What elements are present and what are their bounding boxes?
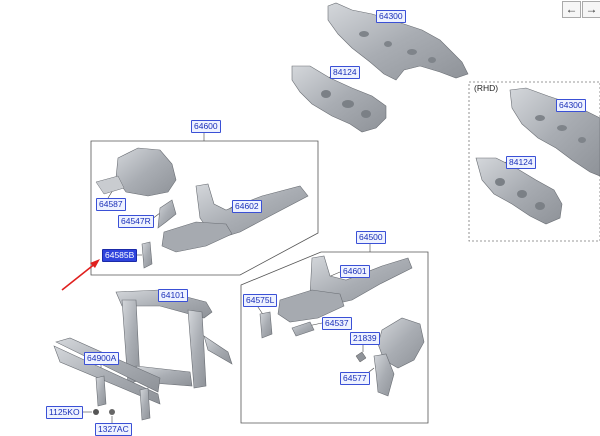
part-label-21839[interactable]: 21839 xyxy=(350,332,380,345)
part-label-64585b[interactable]: 64585B xyxy=(102,249,138,262)
bolt-21839 xyxy=(355,351,367,363)
part-label-64602[interactable]: 64602 xyxy=(232,200,262,213)
part-label-64537[interactable]: 64537 xyxy=(322,317,352,330)
bolt-1125ko xyxy=(93,409,99,415)
part-label-64101[interactable]: 64101 xyxy=(158,289,188,302)
part-label-64600[interactable]: 64600 xyxy=(191,120,221,133)
back-button[interactable]: ← xyxy=(562,1,581,18)
forward-button[interactable]: → xyxy=(582,1,600,18)
dash-panel-holes xyxy=(359,31,436,63)
wheel-house-64587 xyxy=(115,147,177,197)
side-member-64602-rail xyxy=(161,221,233,253)
pointer-arrow xyxy=(61,259,100,291)
bracket-64537 xyxy=(291,321,315,337)
group-frame-64500 xyxy=(240,251,429,424)
wheel-house-64587-flange xyxy=(95,175,125,195)
part-label-64587[interactable]: 64587 xyxy=(96,198,126,211)
part-label-64500[interactable]: 64500 xyxy=(356,231,386,244)
bumper-beam-64900a xyxy=(53,337,161,421)
dash-panel-rhd-holes xyxy=(535,115,586,143)
part-label-64300-rhd[interactable]: 64300 xyxy=(556,99,586,112)
part-label-64300[interactable]: 64300 xyxy=(376,10,406,23)
insulator-rhd-holes xyxy=(495,178,545,210)
nut-1327ac xyxy=(109,409,115,415)
part-label-84124-rhd[interactable]: 84124 xyxy=(506,156,536,169)
group-frame-rhd xyxy=(468,81,600,242)
part-label-1125ko[interactable]: 1125KO xyxy=(46,406,83,419)
part-label-1327ac[interactable]: 1327AC xyxy=(95,423,132,436)
bracket-64585b xyxy=(141,241,153,269)
group-frame-64600 xyxy=(90,140,319,276)
part-label-64547r[interactable]: 64547R xyxy=(118,215,154,228)
bracket-64577 xyxy=(373,353,395,397)
part-label-64601[interactable]: 64601 xyxy=(340,265,370,278)
wheel-house-21839 xyxy=(377,317,425,369)
part-label-64577[interactable]: 64577 xyxy=(340,372,370,385)
bracket-64575l xyxy=(259,311,273,339)
side-member-64601-rail xyxy=(277,289,345,323)
part-label-84124[interactable]: 84124 xyxy=(330,66,360,79)
bracket-64547r xyxy=(157,199,177,229)
part-label-64575l[interactable]: 64575L xyxy=(243,294,278,307)
insulator-holes xyxy=(321,90,371,118)
part-label-64900a[interactable]: 64900A xyxy=(84,352,120,365)
rhd-label: (RHD) xyxy=(472,83,501,93)
